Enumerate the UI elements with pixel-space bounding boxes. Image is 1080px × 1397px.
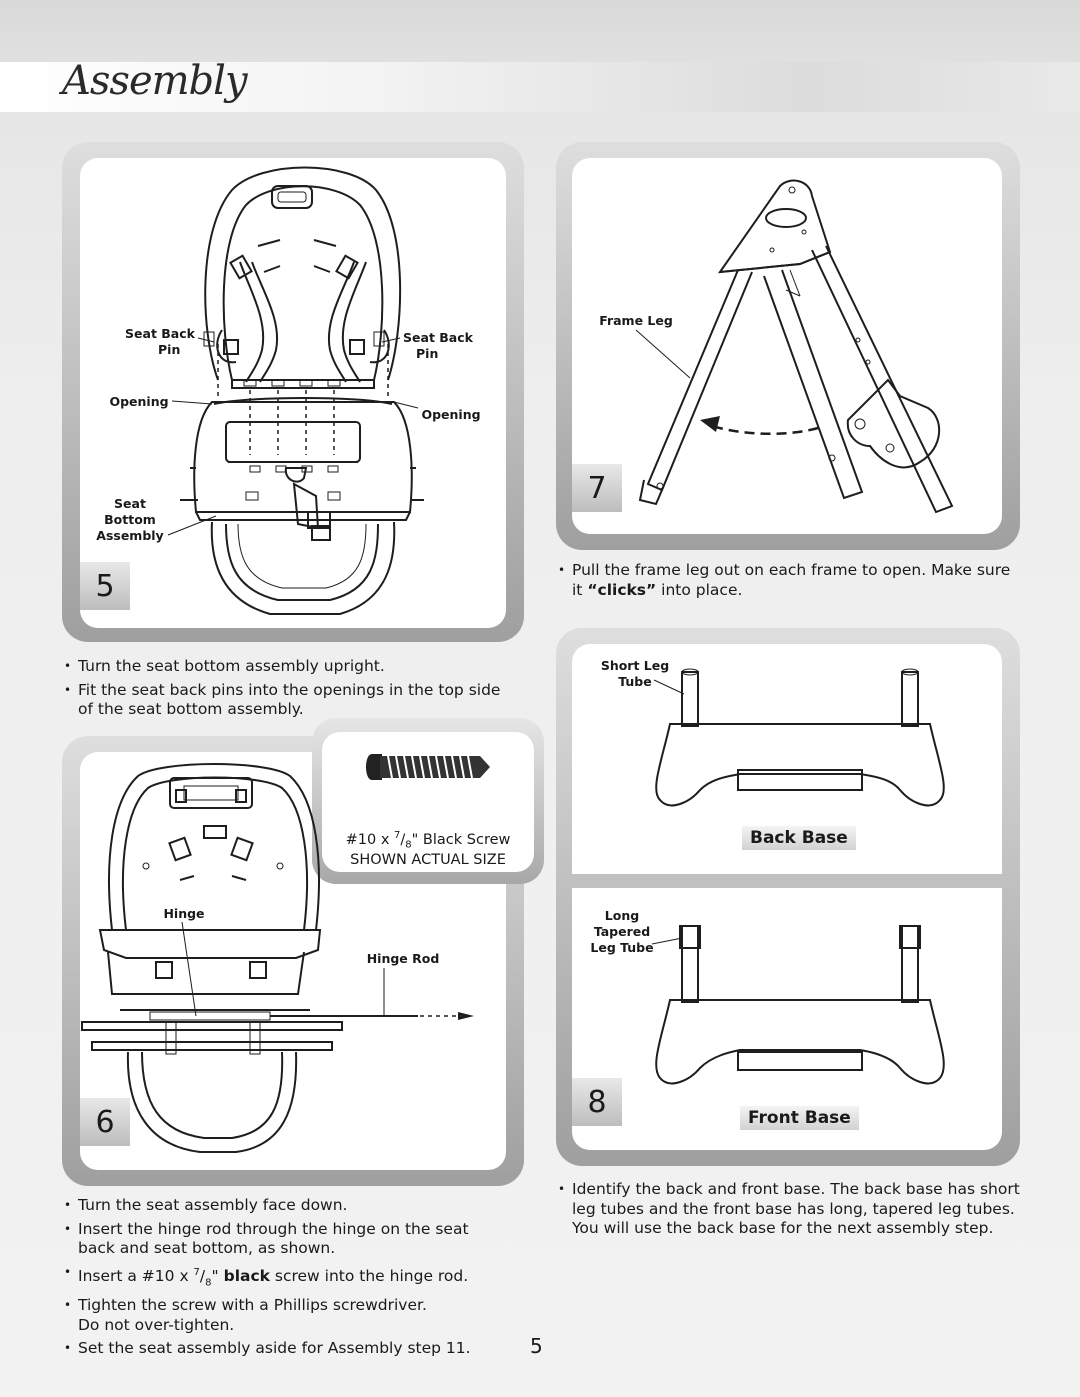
long-leg-label-line2: Tapered [593, 924, 651, 939]
step7-badge: 7 [572, 464, 622, 512]
step7-instruction-prefix: Pull the frame leg out on each frame to … [572, 561, 1011, 599]
opening-right-label: Opening [421, 407, 481, 422]
screw-box: #10 x 7/8" Black Screw SHOWN ACTUAL SIZE [312, 718, 544, 884]
screw-icon [366, 754, 490, 780]
short-leg-tube-label: Short Leg Tube [592, 658, 678, 690]
header-band [0, 62, 1080, 112]
seat-bottom-label-line2: Bottom [104, 512, 156, 527]
seat-back-pin-left-label-line2: Pin [158, 342, 181, 357]
seat-back-pin-right-label-line2: Pin [416, 346, 439, 361]
step6-instruction-2: Insert the hinge rod through the hinge o… [62, 1220, 510, 1259]
screw-caption-den: 8 [405, 839, 412, 851]
step6-instruction-3-bold: black [223, 1266, 270, 1285]
step7-instruction-suffix: into place. [656, 580, 743, 599]
screw-caption-num: 7 [394, 830, 401, 841]
step7-instructions: Pull the frame leg out on each frame to … [556, 561, 1016, 604]
screw-caption: #10 x 7/8" Black Screw [345, 830, 511, 851]
step5-panel-inner [80, 158, 506, 628]
step6-instruction-3-den: 8 [205, 1276, 212, 1288]
seat-back-pin-left-label-line1: Seat Back [125, 326, 195, 341]
seat-bottom-label-line1: Seat [114, 496, 146, 511]
step7-instruction-bold: “clicks” [587, 580, 657, 599]
step6-instructions: Turn the seat assembly face down. Insert… [62, 1196, 510, 1363]
long-tapered-leg-tube-label: Long Tapered Leg Tube [584, 908, 660, 956]
page-title: Assembly [62, 58, 248, 104]
screw-note: SHOWN ACTUAL SIZE [350, 852, 506, 868]
front-base-label: Front Base [740, 1106, 859, 1130]
screw-caption-prefix: #10 x [345, 831, 395, 848]
page-number: 5 [530, 1334, 543, 1358]
step8-instruction-1: Identify the back and front base. The ba… [556, 1180, 1022, 1239]
step6-badge: 6 [80, 1098, 130, 1146]
step6-instruction-3-suffix: screw into the hinge rod. [269, 1266, 469, 1285]
seat-bottom-label-line3: Assembly [96, 528, 164, 543]
step8-instructions: Identify the back and front base. The ba… [556, 1180, 1022, 1243]
screw-caption-suffix: " Black Screw [411, 831, 511, 848]
long-leg-label-line1: Long [604, 908, 640, 923]
step6-instruction-4-line1: Tighten the screw with a Phillips screwd… [78, 1296, 427, 1315]
step6-instruction-1: Turn the seat assembly face down. [62, 1196, 510, 1216]
step5-badge: 5 [80, 562, 130, 610]
back-base-label: Back Base [742, 826, 856, 850]
step6-instruction-4-line2: Do not over-tighten. [78, 1315, 235, 1334]
step7-instruction-1: Pull the frame leg out on each frame to … [556, 561, 1016, 600]
step6-instruction-3-prefix: Insert a #10 x [78, 1266, 194, 1285]
step6-instruction-3: Insert a #10 x 7/8" black screw into the… [62, 1263, 510, 1293]
step6-instruction-5: Set the seat assembly aside for Assembly… [62, 1339, 510, 1359]
long-leg-label-line3: Leg Tube [590, 940, 654, 955]
step5-instructions: Turn the seat bottom assembly upright. F… [62, 657, 510, 724]
opening-left-label: Opening [109, 394, 169, 409]
short-leg-label-line2: Tube [618, 674, 652, 689]
screw-box-inner: #10 x 7/8" Black Screw SHOWN ACTUAL SIZE [322, 732, 534, 872]
short-leg-label-line1: Short Leg [600, 658, 670, 673]
step5-instruction-1: Turn the seat bottom assembly upright. [62, 657, 510, 677]
step6-instruction-3-num: 7 [193, 1266, 200, 1278]
step6-instruction-4: Tighten the screw with a Phillips screwd… [62, 1296, 510, 1335]
step6-instruction-3-quote: " [211, 1266, 224, 1285]
hinge-rod-label: Hinge Rod [366, 951, 440, 966]
seat-back-pin-right-label: Seat Back Pin [398, 330, 478, 362]
step8-badge: 8 [572, 1078, 622, 1126]
step7-panel-inner [572, 158, 1002, 534]
frame-leg-label: Frame Leg [599, 313, 673, 328]
seat-bottom-assembly-label: Seat Bottom Assembly [90, 496, 170, 544]
hinge-label: Hinge [163, 906, 205, 921]
step5-instruction-2: Fit the seat back pins into the openings… [62, 681, 510, 720]
seat-back-pin-left-label: Seat Back Pin [112, 326, 208, 358]
seat-back-pin-right-label-line1: Seat Back [403, 330, 473, 345]
